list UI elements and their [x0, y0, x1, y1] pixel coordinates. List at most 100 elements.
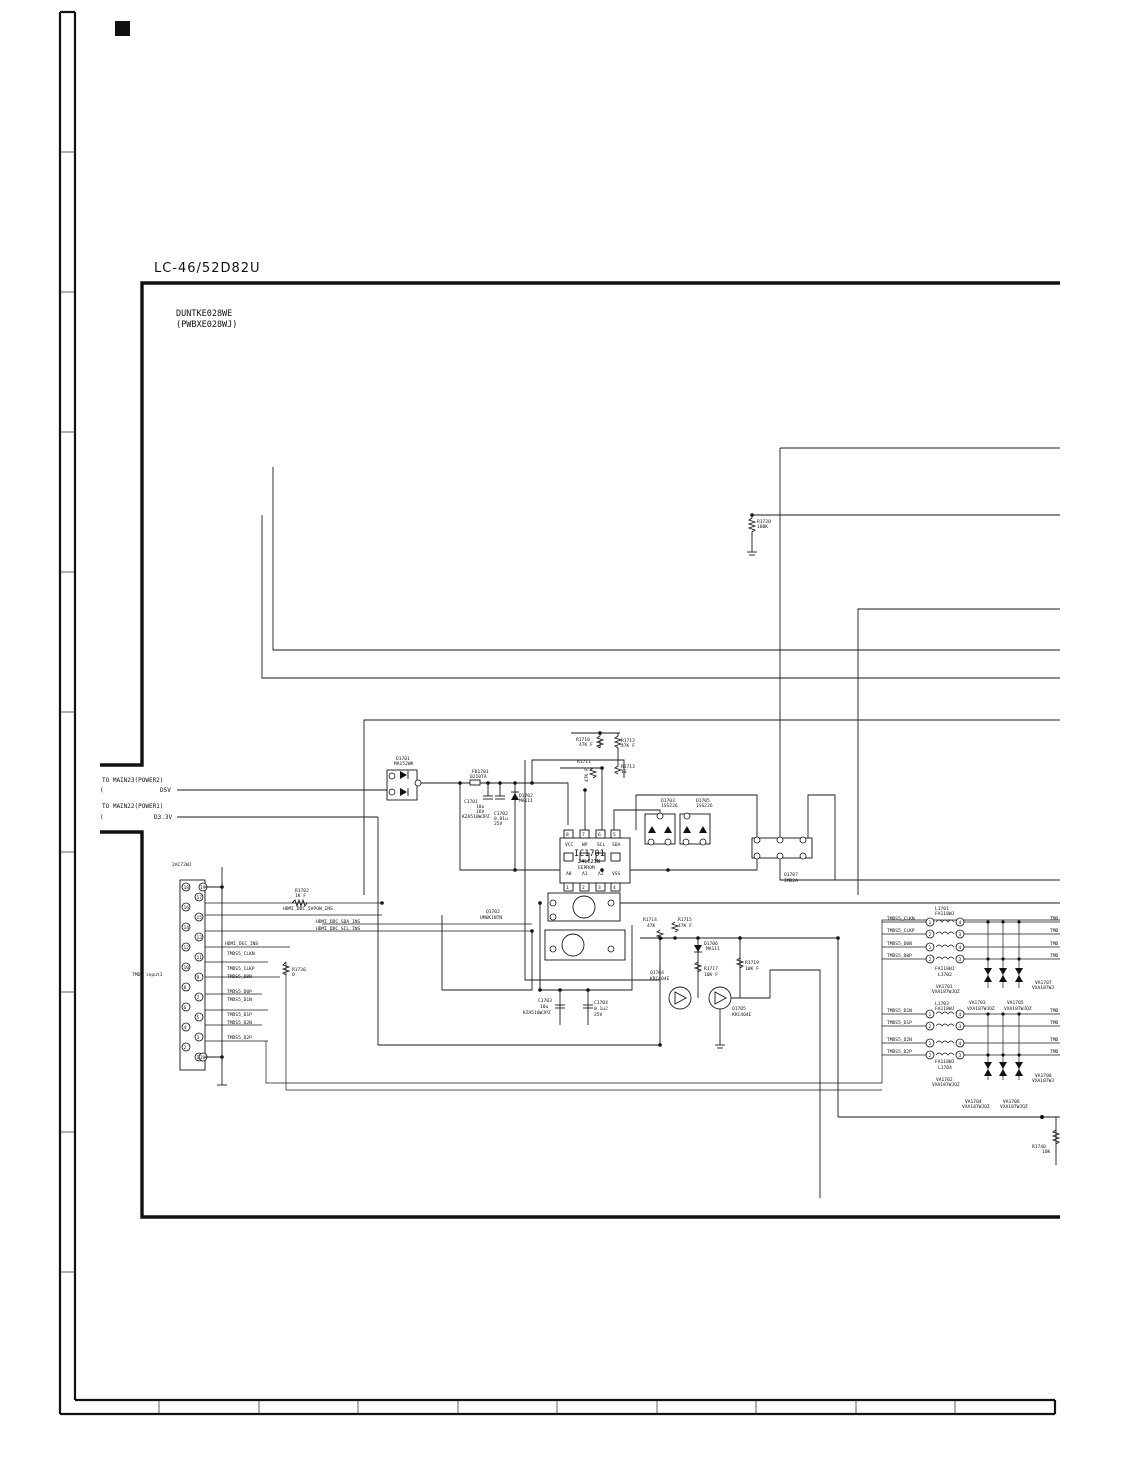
model-title: LC-46/52D82U	[154, 261, 261, 276]
svg-text:VXA187WJQZ: VXA187WJQZ	[932, 1082, 960, 1088]
svg-text:C1701: C1701	[464, 799, 478, 805]
svg-text:MA152WK: MA152WK	[394, 761, 414, 767]
svg-text:10u: 10u	[540, 1004, 549, 1010]
svg-text:5: 5	[197, 1015, 200, 1021]
svg-text:R1712: R1712	[621, 738, 635, 744]
c1704: C1704 0.1u2 25V	[583, 1000, 608, 1018]
svg-text:TMD: TMD	[1050, 953, 1059, 959]
svg-text:HDMI_DDC_5VPOW_INS: HDMI_DDC_5VPOW_INS	[283, 906, 333, 912]
svg-text:HDMI_DEC_INS: HDMI_DEC_INS	[225, 941, 258, 947]
svg-text:4: 4	[959, 1041, 962, 1047]
power-input-d5v: TO MAIN23(POWER2) ( D5V	[100, 777, 388, 794]
connector-pin: 10	[181, 962, 191, 972]
svg-text:TMD: TMD	[1050, 1049, 1059, 1055]
d1701: D1701 MA152WK	[386, 756, 422, 801]
svg-text:TMD: TMD	[1050, 1008, 1059, 1014]
svg-text:A0: A0	[566, 871, 572, 877]
svg-text:A1: A1	[582, 871, 588, 877]
svg-text:25V: 25V	[494, 821, 503, 827]
svg-text:TMDS5_D2N: TMDS5_D2N	[227, 1020, 252, 1026]
svg-text:TMD: TMD	[1050, 941, 1059, 947]
svg-text:1SS226: 1SS226	[661, 803, 678, 809]
d1702: D1702 MA111	[511, 783, 533, 870]
r1740: R1740 10K	[1032, 1115, 1061, 1165]
q1707: Q1707 IMD2A	[751, 836, 813, 884]
svg-text:1: 1	[566, 885, 569, 891]
page-frame	[58, 10, 1057, 1416]
svg-text:MA111: MA111	[706, 946, 720, 952]
varistor	[1015, 1012, 1023, 1080]
svg-text:TMDS5_D1P: TMDS5_D1P	[227, 1012, 252, 1018]
svg-text:3: 3	[197, 1035, 200, 1041]
svg-text:HDMI_DDC_SCL_INS: HDMI_DDC_SCL_INS	[316, 926, 360, 932]
svg-text:100K: 100K	[757, 524, 768, 530]
svg-text:10u: 10u	[476, 804, 485, 810]
connector-pin: 8	[181, 982, 191, 992]
connector-pin: 6	[181, 1002, 191, 1012]
d1705: D1705 1SS226	[679, 798, 713, 846]
svg-text:TMD: TMD	[1050, 928, 1059, 934]
svg-text:VXA187WJ: VXA187WJ	[1032, 1078, 1054, 1084]
svg-text:TMDS5_D2N: TMDS5_D2N	[887, 1037, 912, 1043]
svg-text:MA111: MA111	[519, 798, 533, 804]
svg-text:SDA: SDA	[612, 842, 621, 848]
svg-text:18: 18	[184, 885, 190, 891]
svg-text:TMDS5_CLKN: TMDS5_CLKN	[227, 951, 255, 957]
svg-text:FA118WJ: FA118WJ	[935, 1059, 955, 1065]
svg-text:R1717: R1717	[704, 966, 718, 972]
svg-text:47K F: 47K F	[584, 768, 590, 782]
svg-text:10K: 10K	[1042, 1149, 1051, 1155]
svg-text:10K F: 10K F	[704, 972, 718, 978]
svg-text:10: 10	[184, 965, 190, 971]
svg-text:L1704: L1704	[938, 1065, 952, 1071]
svg-text:L1701: L1701	[935, 906, 949, 912]
svg-text:R1720: R1720	[757, 519, 771, 525]
svg-text:0.01u: 0.01u	[494, 816, 508, 822]
connector-nets	[205, 902, 1060, 1091]
unit-pwb: (PWBXE028WJ)	[176, 320, 237, 330]
svg-text:R1740: R1740	[1032, 1144, 1046, 1150]
svg-text:TMDS5_D2P: TMDS5_D2P	[887, 1049, 912, 1055]
svg-text:TMDS5_D2P: TMDS5_D2P	[227, 1035, 252, 1041]
svg-text:4: 4	[959, 920, 962, 926]
varistor	[1015, 920, 1023, 988]
svg-text:6: 6	[598, 832, 601, 838]
svg-text:L1703: L1703	[935, 1001, 949, 1007]
svg-text:1K F: 1K F	[295, 893, 306, 899]
svg-text:TMDS5_D0P: TMDS5_D0P	[227, 989, 252, 995]
svg-text:2: 2	[929, 957, 932, 963]
varistor	[984, 920, 992, 988]
svg-text:4: 4	[959, 1012, 962, 1018]
c1703: C1703 10u KZA510WJPZ	[523, 998, 565, 1016]
connector-pin: 17	[194, 892, 204, 902]
svg-text:VXA187WJQZ: VXA187WJQZ	[967, 1006, 995, 1012]
connector-pin: 12	[181, 942, 191, 952]
svg-text:TMDS5_CLKP: TMDS5_CLKP	[887, 928, 915, 934]
c1702: C1702 0.01u 25V	[494, 783, 508, 827]
svg-text:12: 12	[184, 945, 190, 951]
svg-text:1SS226: 1SS226	[696, 803, 713, 809]
svg-text:IC1701: IC1701	[574, 849, 605, 859]
connector-pin: 3	[194, 1032, 204, 1042]
junction-dots	[220, 731, 840, 1059]
svg-text:3: 3	[959, 1024, 962, 1030]
svg-text:TMDS5_D1P: TMDS5_D1P	[887, 1020, 912, 1026]
svg-text:KRC404E: KRC404E	[650, 976, 670, 982]
svg-text:R1710: R1710	[576, 737, 590, 743]
connector-pin: 14	[181, 922, 191, 932]
svg-text:FA118WJ: FA118WJ	[935, 1006, 955, 1012]
svg-text:IMD2A: IMD2A	[784, 878, 798, 884]
r1736: R1736 0	[281, 961, 306, 978]
connector-pin: 15	[194, 912, 204, 922]
svg-text:3: 3	[959, 957, 962, 963]
svg-text:D1703: D1703	[661, 798, 675, 804]
svg-text:47K: 47K	[647, 923, 656, 929]
svg-text:VXA187WJQZ: VXA187WJQZ	[1004, 1006, 1032, 1012]
svg-text:VXA187WJQZ: VXA187WJQZ	[932, 989, 960, 995]
section-marker	[115, 21, 130, 36]
svg-text:D1706: D1706	[704, 941, 718, 947]
svg-text:KRC404E: KRC404E	[732, 1012, 752, 1018]
